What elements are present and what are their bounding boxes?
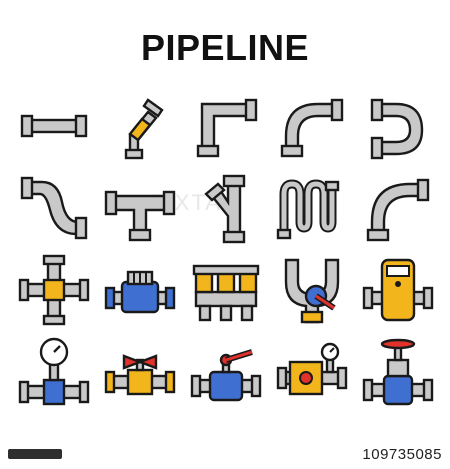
cross-pipe-icon — [18, 254, 90, 326]
ball-valve-icon — [104, 336, 176, 408]
pressure-gauge-pipe-icon — [18, 336, 90, 408]
s-bend-pipe-icon — [18, 172, 90, 244]
stock-id: 109735085 — [362, 446, 442, 463]
stock-logo-icon — [8, 449, 62, 459]
tee-pipe-icon — [104, 172, 176, 244]
long-radius-elbow-pipe-icon — [362, 172, 434, 244]
straight-pipe-icon — [18, 90, 90, 162]
water-meter-pipe-icon — [104, 254, 176, 326]
angled-joint-pipe-icon — [104, 90, 176, 162]
lever-valve-pipe-icon — [190, 336, 262, 408]
elbow-90-pipe-icon — [190, 90, 262, 162]
stock-footer: 109735085 — [0, 439, 450, 469]
zigzag-coil-pipe-icon — [276, 172, 348, 244]
page-title: PIPELINE — [140, 27, 310, 68]
u-bend-pipe-icon — [362, 90, 434, 162]
y-branch-pipe-icon — [190, 172, 262, 244]
digital-meter-pipe-icon — [362, 254, 434, 326]
curved-elbow-pipe-icon — [276, 90, 348, 162]
icon-grid — [18, 90, 434, 410]
gate-valve-pipe-icon — [362, 336, 434, 408]
manifold-pipe-icon — [190, 254, 262, 326]
y-junction-valve-icon — [276, 254, 348, 326]
pump-gauge-pipe-icon — [276, 336, 348, 408]
